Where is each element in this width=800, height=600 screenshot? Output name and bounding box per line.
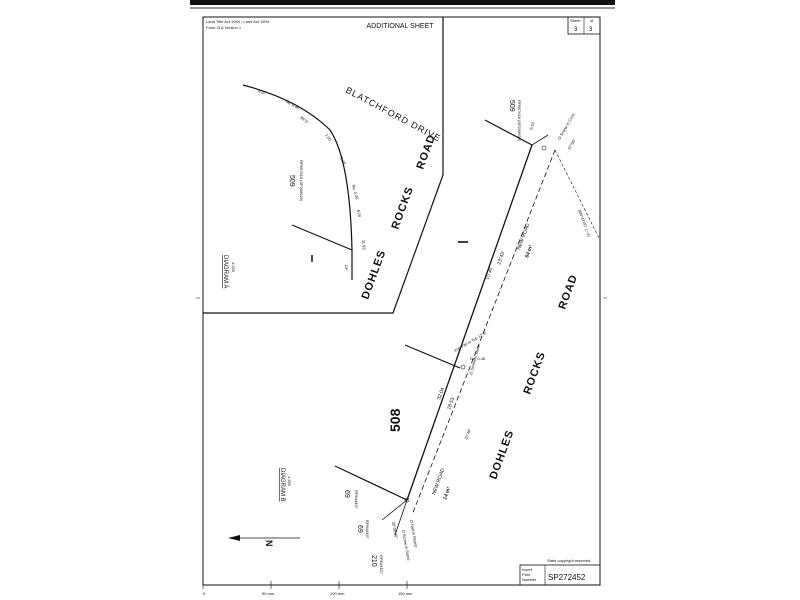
insert-label-3: Number: [522, 577, 537, 582]
lot-69-a: 69: [343, 490, 350, 498]
plan-number-box: [519, 564, 601, 586]
diagram-a-frontage: [242, 84, 353, 280]
main-road-label-2: ROCKS: [522, 350, 549, 396]
sheet-no: 3: [574, 27, 578, 33]
svg-text:57°05': 57°05': [567, 138, 577, 150]
svg-text:No. 0.46: No. 0.46: [470, 356, 486, 361]
svg-text:11.93: 11.93: [361, 240, 367, 251]
svg-text:O Screw in Conc.: O Screw in Conc.: [557, 111, 577, 140]
svg-text:15.30: 15.30: [484, 267, 494, 281]
sheet-total: 3: [589, 27, 593, 33]
svg-text:DP: DP: [344, 265, 349, 271]
plan-number: SP272452: [548, 573, 586, 582]
new-road-dashed-line: [411, 149, 556, 516]
copyright-text: State copyright reserved.: [547, 558, 591, 563]
act-line-1: Land Title Act 1994 ; Land Act 1994: [206, 19, 270, 24]
scale-100: 100 mm: [330, 591, 345, 596]
lot-210: 210: [370, 555, 377, 567]
act-line-2: Form 21A Version 1: [206, 25, 242, 30]
lot-509-plan: RP857618 (SP208620): [517, 100, 522, 142]
svg-text:Iron Pile in Top 12°8': Iron Pile in Top 12°8': [453, 330, 487, 353]
diagram-a: 8'20 No. 0.46 85°0' 1.03 0.38 No. 0.46 6…: [203, 17, 444, 314]
scale-50: 50 mm: [262, 591, 275, 596]
new-road-lower-area: 14 m²: [442, 486, 452, 501]
north-arrow-icon: N: [228, 535, 300, 547]
lot-69-a-plan: RP844457: [354, 490, 359, 510]
svg-text:No. 0.46: No. 0.46: [351, 184, 360, 201]
main-road-label-3: ROAD: [557, 273, 581, 311]
top-border-strip: [190, 0, 615, 5]
diagram-a-lot: 509: [288, 175, 295, 187]
diagram-a-lot-plan: RP857618 (SP208620): [299, 160, 304, 202]
lot-69-b-plan: RP844457: [365, 520, 370, 540]
lot-509-label: 509: [508, 100, 515, 112]
sheet-of: of: [590, 18, 594, 23]
svg-text:1.03: 1.03: [324, 133, 333, 143]
diagram-b-scale: 1:250: [287, 476, 292, 487]
main-road-label-1: DOHLES: [488, 428, 517, 481]
svg-text:6'20: 6'20: [356, 209, 362, 218]
diagram-a-road-label-1: DOHLES: [360, 248, 389, 301]
diagram-a-road-label-3: ROAD: [415, 133, 439, 171]
svg-text:85°0': 85°0': [299, 115, 309, 125]
svg-text:32.04: 32.04: [436, 387, 446, 401]
insert-label-1: Insert: [522, 567, 533, 572]
svg-text:No. 0.46: No. 0.46: [285, 99, 301, 111]
svg-text:O Nail in Stump: O Nail in Stump: [409, 519, 419, 548]
scale-ruler: 0 50 mm 100 mm 150 mm: [202, 581, 520, 596]
frontage-line: [406, 144, 533, 501]
diagram-a-title: DIAGRAM A: [222, 255, 228, 288]
svg-text:23°45': 23°45': [496, 250, 506, 265]
lot-210-plan: RP844457: [379, 555, 384, 575]
lot-69-b: 69: [356, 525, 363, 533]
diagram-a-scale: 1:250: [231, 262, 236, 273]
sheet-label: Sheet: [570, 18, 581, 23]
lot-508-label: 508: [387, 408, 403, 432]
sheet-frame: [202, 16, 601, 586]
svg-text:35°06'40": 35°06'40": [391, 521, 399, 539]
svg-text:N: N: [264, 540, 274, 547]
scale-150: 150 mm: [398, 591, 413, 596]
svg-text:O Screw in Stone: O Screw in Stone: [401, 529, 411, 561]
svg-text:18.53: 18.53: [446, 397, 456, 411]
diagram-a-road-label-2: ROCKS: [390, 185, 417, 231]
main-plan: 15.30 23°45' 32.04 18.53 20°48' O Screw …: [334, 100, 601, 575]
svg-text:8'20: 8'20: [258, 88, 267, 96]
new-road-upper-area: 64 m²: [524, 244, 534, 259]
insert-label-2: Plan: [522, 572, 530, 577]
svg-text:300°44'40" (~-4): 300°44'40" (~-4): [577, 209, 592, 239]
svg-text:20°48': 20°48': [463, 428, 472, 441]
svg-text:0.38: 0.38: [339, 156, 347, 166]
diagram-b-title: DIAGRAM B: [279, 468, 285, 502]
sheet-title: ADDITIONAL SHEET: [366, 23, 434, 30]
scale-0: 0: [203, 591, 206, 596]
svg-text:6.50: 6.50: [528, 121, 536, 131]
